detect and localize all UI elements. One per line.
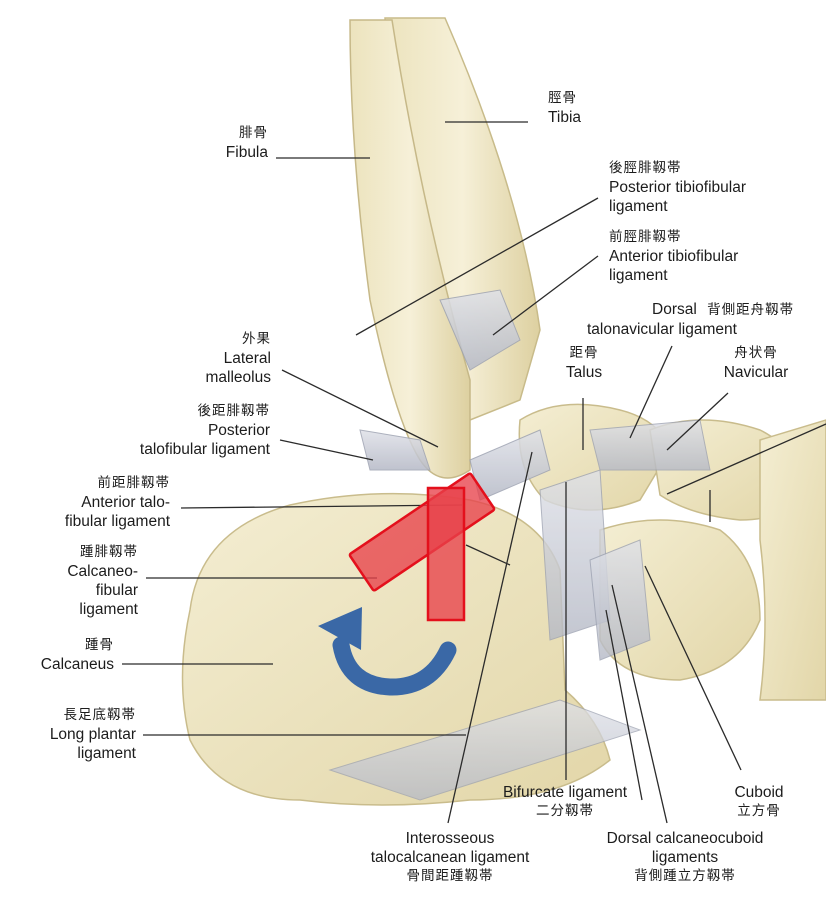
label-post-tibiofibular-en2: ligament [609,197,746,216]
label-calcaneus: 踵骨 Calcaneus [41,636,114,674]
label-cuboid: Cuboid 立方骨 [726,783,792,821]
label-ant-tibiofibular-en1: Anterior tibiofibular [609,247,738,266]
label-ant-talofibular-en2: fibular ligament [65,512,170,531]
label-post-talofibular-en2: talofibular ligament [140,440,270,459]
label-navicular: 舟状骨 Navicular [718,344,794,382]
label-tibia-cjk: 脛骨 [548,89,581,108]
label-dorsal-talonavicular-bottom: talonavicular ligament [587,320,737,339]
label-lateral-malleolus: 外果 Lateral malleolus [206,330,271,387]
label-fibula: 腓骨 Fibula [226,124,268,162]
label-long-plantar-en1: Long plantar [50,725,136,744]
label-interosseous-cjk: 骨間距踵靱帯 [325,867,575,886]
label-lateral-malleolus-cjk: 外果 [206,330,271,349]
label-ant-tibiofibular-cjk: 前脛腓靱帯 [609,228,738,247]
label-navicular-en: Navicular [718,363,794,382]
label-tibia-en: Tibia [548,108,581,127]
label-calcaneofibular-en2: fibular [67,581,138,600]
label-cuboid-en: Cuboid [726,783,792,802]
label-talus-cjk: 距骨 [556,344,612,363]
label-cuboid-cjk: 立方骨 [726,802,792,821]
label-dorsal-talonavicular-cjk: 背側距舟靱帯 [707,302,794,318]
label-interosseous-en1: Interosseous [325,829,575,848]
label-post-talofibular-cjk: 後距腓靱帯 [140,402,270,421]
label-fibula-cjk: 腓骨 [226,124,268,143]
label-dorsal-calcaneocuboid-en1: Dorsal calcaneocuboid [580,829,790,848]
label-long-plantar-en2: ligament [50,744,136,763]
label-interosseous: Interosseous talocalcanean ligament 骨間距踵… [325,829,575,886]
leader-post-talofibular [280,440,373,460]
label-dorsal-talonavicular-en1: Dorsal [652,301,697,318]
label-dorsal-calcaneocuboid-cjk: 背側踵立方靱帯 [580,867,790,886]
label-post-talofibular-en1: Posterior [140,421,270,440]
label-lateral-malleolus-en2: malleolus [206,368,271,387]
label-post-tibiofibular-en1: Posterior tibiofibular [609,178,746,197]
label-talus-en: Talus [556,363,612,382]
highlight-bar-vertical [428,488,464,620]
label-dorsal-talonavicular-en2: talonavicular ligament [587,320,737,339]
label-post-talofibular: 後距腓靱帯 Posterior talofibular ligament [140,402,270,459]
label-ant-talofibular-cjk: 前距腓靱帯 [65,474,170,493]
label-dorsal-calcaneocuboid-en2: ligaments [580,848,790,867]
label-calcaneus-cjk: 踵骨 [41,636,114,655]
label-long-plantar: 長足底靱帯 Long plantar ligament [50,706,136,763]
label-tibia: 脛骨 Tibia [548,89,581,127]
label-calcaneofibular-en1: Calcaneo- [67,562,138,581]
calcaneocuboid-shape [590,540,650,660]
label-fibula-en: Fibula [226,143,268,162]
label-bifurcate-en: Bifurcate ligament [480,783,650,802]
label-lateral-malleolus-en1: Lateral [206,349,271,368]
label-ant-talofibular: 前距腓靱帯 Anterior talo- fibular ligament [65,474,170,531]
label-dorsal-calcaneocuboid: Dorsal calcaneocuboid ligaments 背側踵立方靱帯 [580,829,790,886]
label-interosseous-en2: talocalcanean ligament [325,848,575,867]
label-bifurcate-cjk: 二分靱帯 [480,802,650,821]
label-calcaneofibular-cjk: 踵腓靱帯 [67,543,138,562]
label-post-tibiofibular-cjk: 後脛腓靱帯 [609,159,746,178]
bones [183,18,826,805]
label-navicular-cjk: 舟状骨 [718,344,794,363]
label-calcaneus-en: Calcaneus [41,655,114,674]
label-calcaneofibular-en3: ligament [67,600,138,619]
label-ant-talofibular-en1: Anterior talo- [65,493,170,512]
label-dorsal-talonavicular-top: Dorsal 背側距舟靱帯 [652,300,794,320]
label-ant-tibiofibular-en2: ligament [609,266,738,285]
label-talus: 距骨 Talus [556,344,612,382]
forefoot-shape [760,420,826,700]
label-calcaneofibular: 踵腓靱帯 Calcaneo- fibular ligament [67,543,138,619]
label-bifurcate: Bifurcate ligament 二分靱帯 [480,783,650,821]
label-ant-tibiofibular: 前脛腓靱帯 Anterior tibiofibular ligament [609,228,738,285]
label-post-tibiofibular: 後脛腓靱帯 Posterior tibiofibular ligament [609,159,746,216]
label-long-plantar-cjk: 長足底靱帯 [50,706,136,725]
